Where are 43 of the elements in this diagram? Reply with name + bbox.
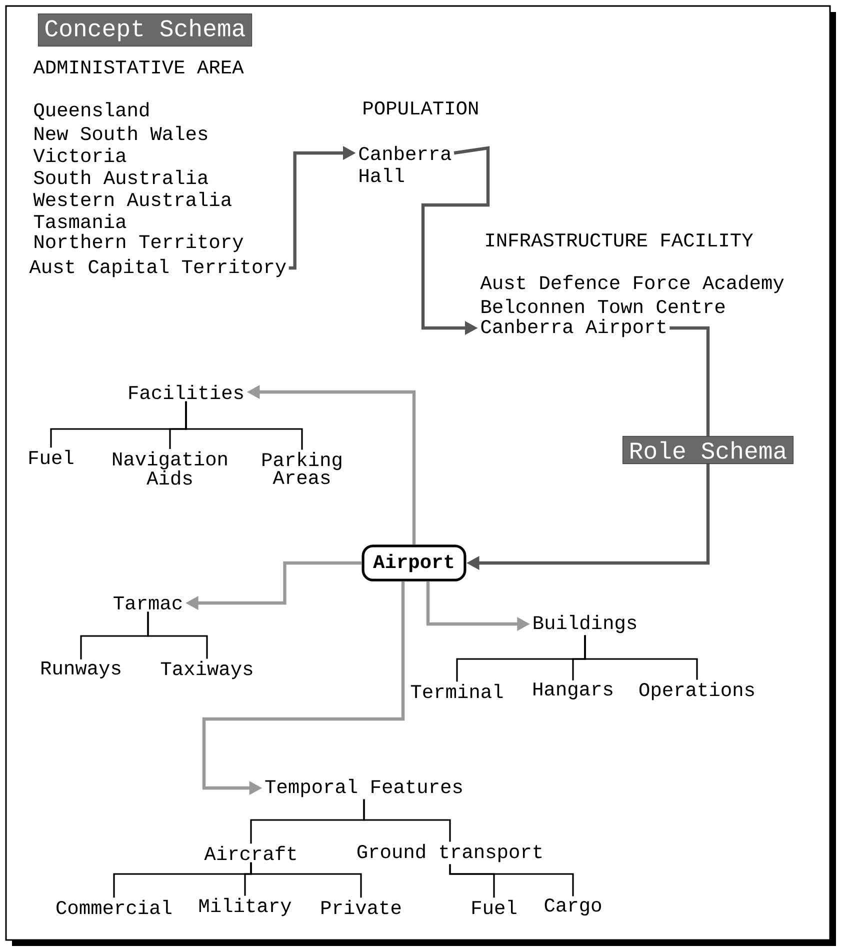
node-text: Canberra Airport xyxy=(481,318,666,338)
node-text: Military xyxy=(199,898,292,916)
node-text: Fuel xyxy=(472,900,516,914)
root-box: Airport xyxy=(362,544,466,582)
node-text: Canberra xyxy=(359,146,452,160)
node-text: Taxiways xyxy=(160,660,252,680)
list-item: South Australia xyxy=(34,170,208,184)
section-heading: POPULATION xyxy=(364,101,478,115)
node-text: Aust Capital Territory xyxy=(29,258,286,278)
tree-line xyxy=(185,401,303,450)
node-text: Private xyxy=(322,900,401,914)
node-text: Runways xyxy=(42,662,120,678)
node-text: Terminal xyxy=(410,684,503,698)
node-text: Cargo xyxy=(544,898,601,916)
node-text: Aircraft xyxy=(204,846,296,860)
tree-line xyxy=(363,799,451,842)
node-text: Buildings xyxy=(534,614,636,634)
node-text: Temporal Features xyxy=(265,778,462,798)
node-text: Navigation Aids xyxy=(113,451,227,485)
node-text: Hangars xyxy=(534,682,612,700)
tree-line xyxy=(449,864,574,896)
node-text: Facilities xyxy=(129,384,243,400)
list-item: Tasmania xyxy=(34,214,126,228)
list-item: Belconnen Town Centre xyxy=(482,298,725,314)
schema-box: Concept Schema xyxy=(38,14,252,46)
node-text: Commercial xyxy=(56,900,172,914)
node-text: Fuel xyxy=(29,450,74,464)
node-text: Ground transport xyxy=(357,844,542,862)
node-text: Tarmac xyxy=(114,596,182,610)
list-item: Northern Territory xyxy=(34,234,244,252)
node-text: Parking Areas xyxy=(262,452,342,484)
tree-line xyxy=(250,862,362,898)
list-item: Aust Defence Force Academy xyxy=(480,274,784,294)
section-heading: INFRASTRUCTURE FACILITY xyxy=(486,233,753,247)
list-item: New South Wales xyxy=(34,126,208,140)
list-item: Hall xyxy=(360,168,404,182)
list-item: Queensland xyxy=(34,102,148,120)
list-item: Western Australia xyxy=(33,192,232,206)
tree-line xyxy=(147,612,208,659)
tree-line xyxy=(584,635,698,680)
schema-box: Role Schema xyxy=(622,436,794,464)
list-item: Victoria xyxy=(33,148,126,162)
node-text: Operations xyxy=(639,682,754,700)
